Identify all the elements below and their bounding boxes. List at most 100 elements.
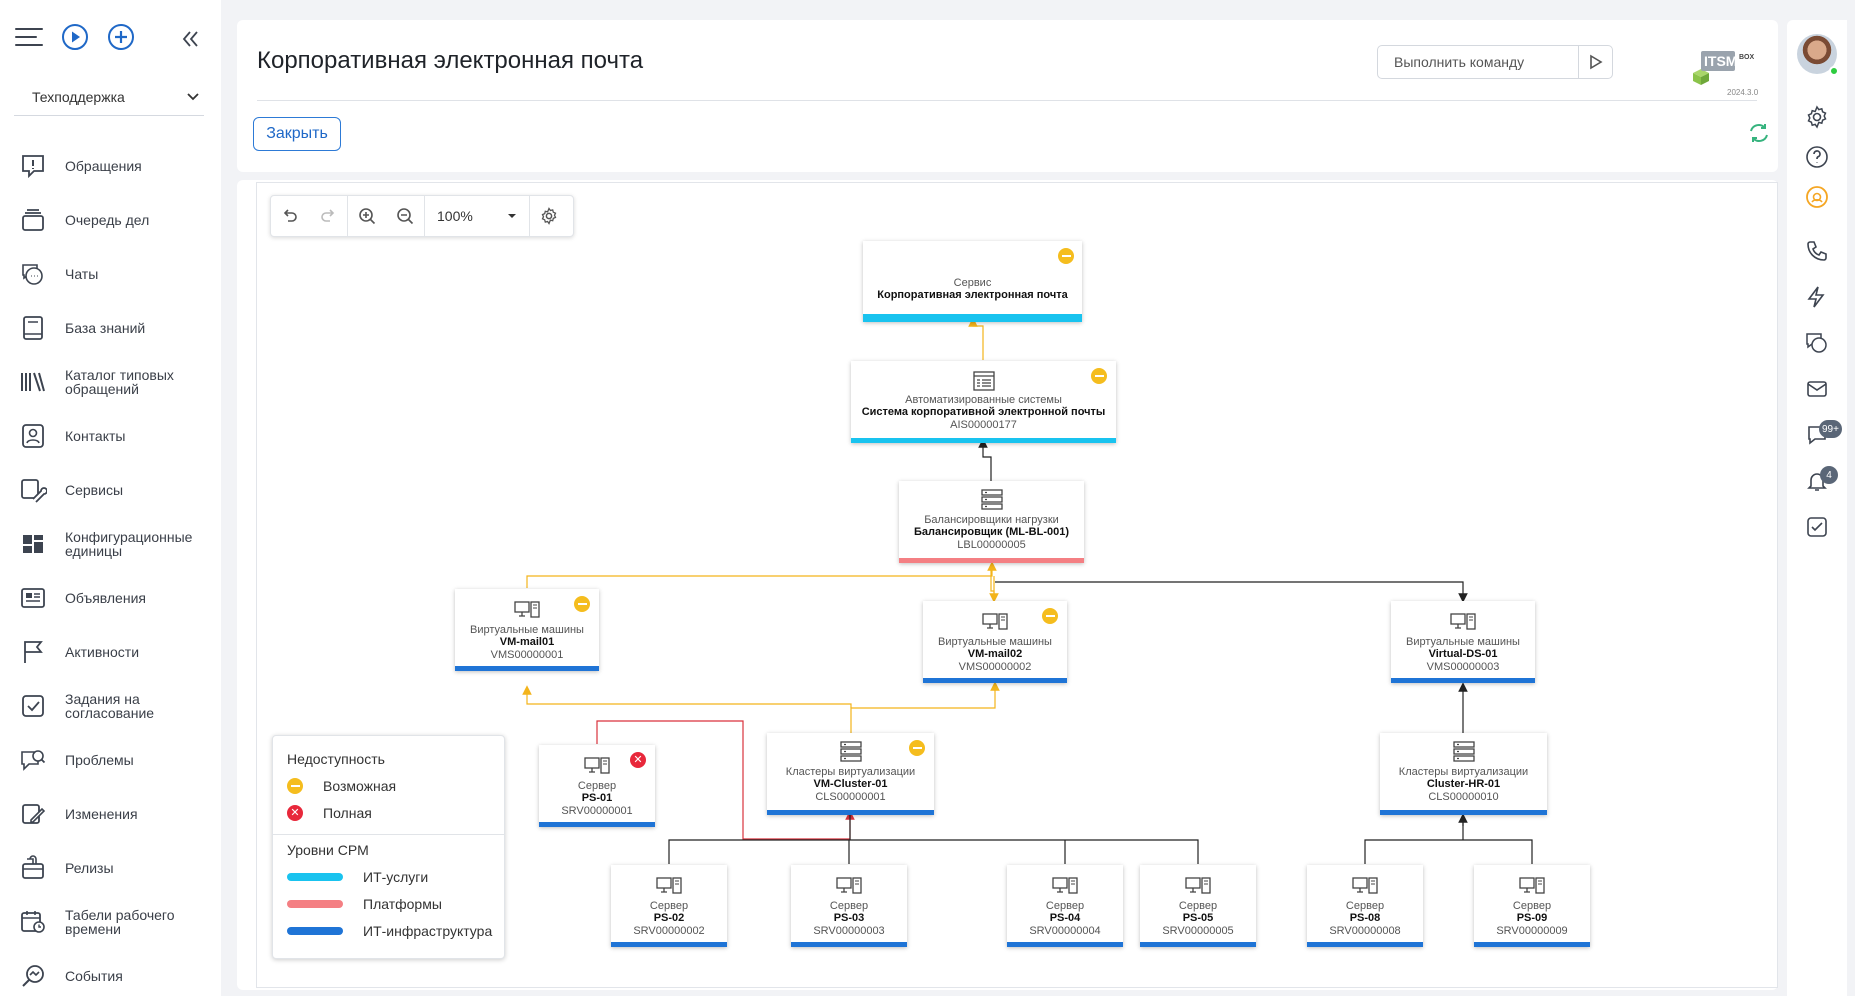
- diagram-canvas[interactable]: [256, 182, 1778, 988]
- zoom-in-button[interactable]: [348, 196, 386, 236]
- help-icon[interactable]: [1802, 142, 1832, 172]
- critical-badge-icon: ✕: [287, 805, 303, 821]
- zoom-out-button[interactable]: [386, 196, 424, 236]
- warning-badge-icon: [287, 778, 303, 794]
- diagram-node[interactable]: Кластеры виртуализации VM-Cluster-01 CLS…: [767, 733, 934, 815]
- diagram-node[interactable]: Сервер PS-03 SRV00000003: [791, 865, 907, 947]
- diagram-node[interactable]: Виртуальные машины Virtual-DS-01 VMS0000…: [1391, 601, 1535, 683]
- sidebar-item-queue[interactable]: Очередь дел: [0, 193, 221, 247]
- sidebar-item-catalog[interactable]: Каталог типовых обращений: [0, 355, 221, 409]
- diagram-node[interactable]: Виртуальные машины VM-mail01 VMS00000001: [455, 589, 599, 671]
- chevron-down-icon: [187, 92, 199, 100]
- server-rack-icon: [1452, 741, 1475, 762]
- server-icon: [1052, 877, 1078, 894]
- legend-levels-title: Уровни CPM: [287, 842, 369, 858]
- zoom-select[interactable]: 100%: [425, 196, 529, 236]
- undo-icon: [283, 209, 297, 222]
- diagram-toolbar: 100%: [270, 195, 574, 237]
- contact-icon: [18, 421, 48, 451]
- diagram-node[interactable]: Балансировщики нагрузки Балансировщик (M…: [899, 481, 1084, 563]
- system-icon: [972, 371, 995, 391]
- diagram-legend: Недоступность Возможная ✕ Полная Уровни …: [272, 735, 505, 959]
- blocks-icon: [18, 529, 48, 559]
- redo-button[interactable]: [309, 196, 347, 236]
- collapse-sidebar-icon[interactable]: [178, 27, 202, 51]
- legend-swatch: [287, 927, 343, 935]
- refresh-icon[interactable]: [1747, 121, 1771, 145]
- virtual-machine-icon: [982, 613, 1008, 630]
- sidebar-item-approvals[interactable]: Задания на согласование: [0, 679, 221, 733]
- add-icon[interactable]: [106, 22, 136, 52]
- level-bar: [455, 666, 599, 671]
- sidebar-item-changes[interactable]: Изменения: [0, 787, 221, 841]
- diagram-node[interactable]: Сервер PS-04 SRV00000004: [1007, 865, 1123, 947]
- menu-icon[interactable]: [14, 22, 44, 52]
- chat-icon[interactable]: [1802, 328, 1832, 358]
- server-rack-icon: [839, 741, 862, 762]
- agent-status-icon[interactable]: [1802, 182, 1832, 212]
- department-select[interactable]: Техподдержка: [14, 78, 204, 116]
- diagram-node[interactable]: Кластеры виртуализации Cluster-HR-01 CLS…: [1380, 733, 1547, 815]
- book-icon: [18, 313, 48, 343]
- level-bar: [611, 942, 727, 947]
- diagram-settings-button[interactable]: [530, 196, 568, 236]
- chat-icon: [18, 259, 48, 289]
- sidebar-item-releases[interactable]: Релизы: [0, 841, 221, 895]
- legend-platforms: Платформы: [287, 896, 442, 912]
- diagram-node[interactable]: Сервис Корпоративная электронная почта: [863, 241, 1082, 322]
- diagram-node[interactable]: Сервер PS-08 SRV00000008: [1307, 865, 1423, 947]
- command-box: [1377, 45, 1613, 79]
- diagram-node[interactable]: Сервер PS-09 SRV00000009: [1474, 865, 1590, 947]
- sidebar-item-config-items[interactable]: Конфигурационные единицы: [0, 517, 221, 571]
- sidebar-item-requests[interactable]: Обращения: [0, 139, 221, 193]
- phone-icon[interactable]: [1802, 236, 1832, 266]
- diagram-node[interactable]: Сервер PS-02 SRV00000002: [611, 865, 727, 947]
- sidebar-item-services[interactable]: Сервисы: [0, 463, 221, 517]
- sidebar-item-contacts[interactable]: Контакты: [0, 409, 221, 463]
- diagram-node[interactable]: ✕ Сервер PS-01 SRV00000001: [539, 745, 655, 827]
- tasks-count-badge: 4: [1820, 466, 1838, 484]
- newspaper-icon: [18, 583, 48, 613]
- sidebar-item-events[interactable]: События: [0, 949, 221, 996]
- run-command-button[interactable]: [1578, 46, 1612, 78]
- redo-icon: [321, 209, 335, 222]
- sidebar-item-timesheets[interactable]: Табели рабочего времени: [0, 895, 221, 949]
- settings-icon[interactable]: [1802, 102, 1832, 132]
- legend-possible: Возможная: [287, 778, 396, 794]
- caret-down-icon: [508, 214, 516, 218]
- legend-unavailability-title: Недоступность: [287, 751, 385, 767]
- diagram-node[interactable]: Сервер PS-05 SRV00000005: [1140, 865, 1256, 947]
- bell-icon[interactable]: [1802, 466, 1832, 496]
- diagram-node[interactable]: Виртуальные машины VM-mail02 VMS00000002: [923, 601, 1067, 683]
- level-bar: [1474, 942, 1590, 947]
- mail-icon[interactable]: [1802, 374, 1832, 404]
- gear-icon: [541, 207, 557, 225]
- warning-badge-icon: [909, 740, 925, 756]
- legend-it-services: ИТ-услуги: [287, 869, 428, 885]
- legend-swatch: [287, 873, 343, 881]
- undo-button[interactable]: [271, 196, 309, 236]
- itsm-box-logo: ITSM BOX: [1693, 51, 1755, 85]
- tasks-icon[interactable]: [1802, 512, 1832, 542]
- lightning-icon[interactable]: [1802, 282, 1832, 312]
- level-bar: [923, 678, 1067, 683]
- page-title: Корпоративная электронная почта: [257, 47, 644, 74]
- sidebar-top-actions: [14, 22, 152, 52]
- problem-search-icon: [18, 745, 48, 775]
- sidebar-item-activities[interactable]: Активности: [0, 625, 221, 679]
- flag-icon: [18, 637, 48, 667]
- diagram-node[interactable]: Автоматизированные системы Система корпо…: [851, 361, 1116, 443]
- sidebar-item-problems[interactable]: Проблемы: [0, 733, 221, 787]
- sidebar-nav: Обращения Очередь дел Чаты База знаний К…: [0, 139, 221, 996]
- level-bar: [1391, 678, 1535, 683]
- close-button[interactable]: Закрыть: [253, 117, 341, 151]
- virtual-machine-icon: [514, 601, 540, 618]
- level-bar: [1007, 942, 1123, 947]
- sidebar-item-announcements[interactable]: Объявления: [0, 571, 221, 625]
- server-rack-icon: [980, 489, 1003, 510]
- sidebar-item-chats[interactable]: Чаты: [0, 247, 221, 301]
- play-icon[interactable]: [60, 22, 90, 52]
- sidebar-item-knowledge-base[interactable]: База знаний: [0, 301, 221, 355]
- command-input[interactable]: [1378, 54, 1578, 70]
- left-sidebar: Техподдержка Обращения Очередь дел Чаты …: [0, 0, 221, 996]
